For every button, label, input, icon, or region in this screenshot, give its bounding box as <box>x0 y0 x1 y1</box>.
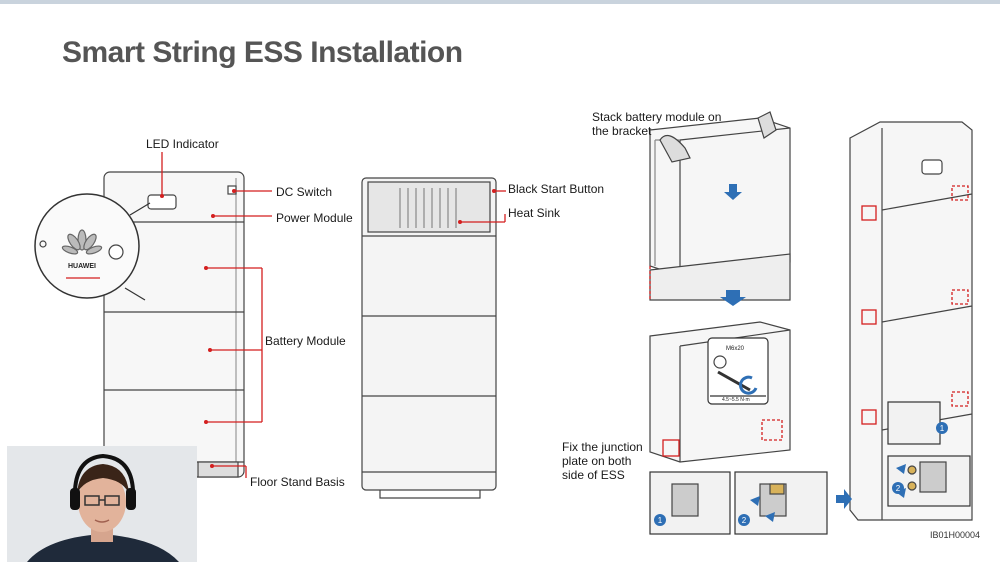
label-stack-module: Stack battery module on the bracket <box>592 110 722 138</box>
ess-cabinet-back <box>361 177 497 499</box>
led-magnifier <box>34 193 151 301</box>
step-number-2b: 2 <box>896 484 901 493</box>
label-battery-module: Battery Module <box>265 334 346 348</box>
step-number-1b: 1 <box>940 424 945 433</box>
label-power-module: Power Module <box>276 211 353 225</box>
label-heat-sink: Heat Sink <box>508 206 561 220</box>
step-number-2: 2 <box>742 516 747 525</box>
stacked-ess-figure <box>849 121 973 521</box>
figure-code: IB01H00004 <box>930 530 981 540</box>
torque-spec: 4.5~5.5 N·m <box>722 397 750 403</box>
label-led-indicator: LED Indicator <box>146 137 219 151</box>
label-floor-stand-basis: Floor Stand Basis <box>250 475 345 489</box>
stack-module-figure <box>649 111 791 301</box>
presenter-webcam <box>7 446 197 562</box>
top-border <box>0 0 1000 4</box>
label-fix-junction: Fix the junction plate on both side of E… <box>562 440 643 482</box>
presenter-avatar <box>7 446 197 562</box>
junction-plate-figure <box>649 321 828 535</box>
step-number-1: 1 <box>658 516 663 525</box>
slide-title: Smart String ESS Installation <box>62 36 463 69</box>
label-dc-switch: DC Switch <box>276 185 333 199</box>
huawei-logo-text: HUAWEI <box>68 263 96 270</box>
screw-spec: M6x20 <box>726 346 745 352</box>
label-black-start-button: Black Start Button <box>508 182 605 196</box>
